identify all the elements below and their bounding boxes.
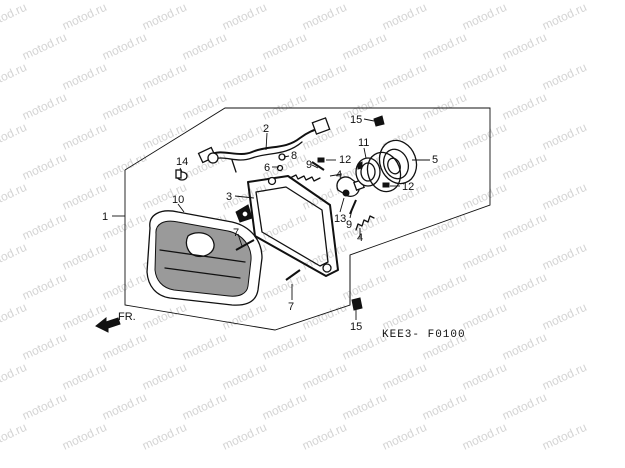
callout-8: 8: [291, 150, 297, 162]
callout-4a: 4: [336, 169, 342, 181]
callout-15b: 15: [350, 321, 362, 333]
position-bulb: [175, 169, 188, 181]
callout-9a: 9: [306, 159, 312, 171]
adjuster-screws: [235, 161, 357, 281]
callout-1: 1: [102, 211, 108, 223]
callout-9b: 9: [346, 219, 352, 231]
headlight-lens: [146, 210, 263, 306]
bolts: [351, 115, 385, 311]
aiming-spring: [289, 174, 375, 231]
direction-label: FR.: [118, 311, 136, 323]
diagram-code: KEE3- F0100: [382, 329, 466, 341]
callout-12b: 12: [402, 181, 414, 193]
wire-harness: [197, 117, 331, 173]
callout-3: 3: [226, 191, 232, 203]
callout-13: 13: [334, 213, 346, 225]
callout-labels: 1 2 3 4 4 5 6 7 7 8 9 9 10 11 12 12 13 1…: [102, 114, 438, 333]
callout-7a: 7: [233, 227, 239, 239]
grommets: [276, 153, 390, 188]
callout-15a: 15: [350, 114, 362, 126]
callout-14: 14: [176, 156, 188, 168]
dust-cover: [366, 139, 418, 193]
headlight-case: [235, 175, 339, 277]
front-direction-arrow: [95, 316, 121, 333]
callout-12a: 12: [339, 154, 351, 166]
callout-5: 5: [432, 154, 438, 166]
leader-lines: [112, 118, 430, 320]
callout-4b: 4: [357, 232, 363, 244]
callout-7b: 7: [288, 301, 294, 313]
callout-10: 10: [172, 194, 184, 206]
callout-2: 2: [263, 123, 269, 135]
assembly-frame: [124, 107, 491, 331]
callout-6: 6: [264, 162, 270, 174]
callout-11: 11: [358, 137, 369, 149]
